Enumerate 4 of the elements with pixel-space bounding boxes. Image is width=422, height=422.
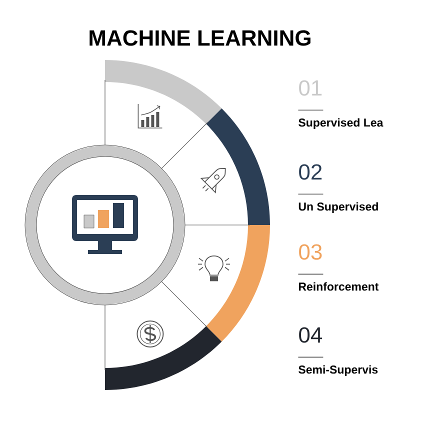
title: MACHINE LEARNING — [90, 30, 310, 46]
list-item: 04 Semi-Supervis — [298, 327, 378, 376]
list-item: 03 Reinforcement — [298, 244, 379, 291]
list-item: 02 Un Supervised — [298, 164, 378, 213]
